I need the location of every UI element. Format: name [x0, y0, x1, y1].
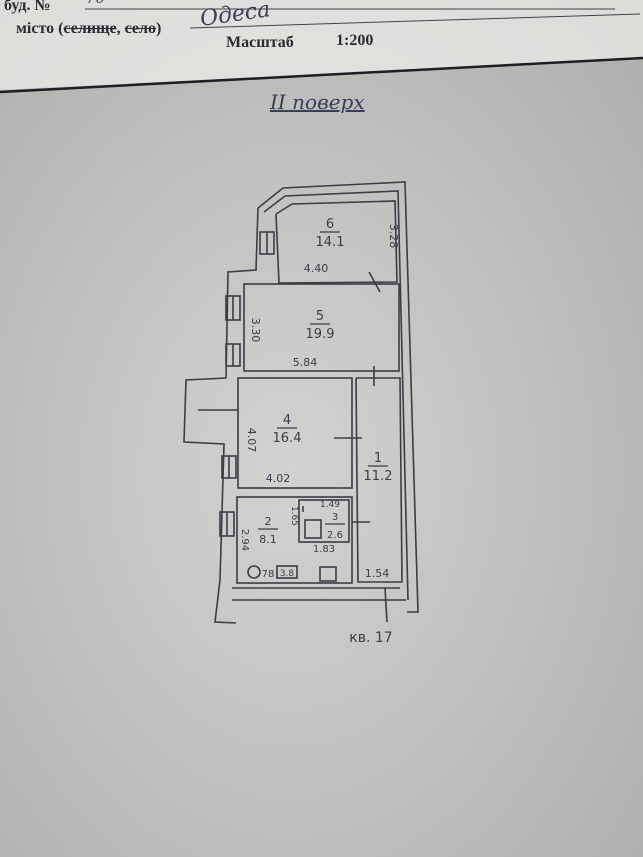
apartment-label: кв. 17: [349, 630, 392, 646]
dim-3-28: 3.28: [387, 224, 400, 249]
floor-plan: [183, 181, 419, 624]
room-2-number: 2: [265, 515, 272, 528]
city-label: місто (селище, село): [16, 20, 162, 37]
room-3-number: 3: [332, 512, 338, 523]
dim-3-8: 3.8: [280, 569, 295, 579]
room-3-area: 2.6: [327, 530, 343, 541]
dim-1-83: 1.83: [313, 544, 335, 555]
room-4-area: 16.4: [273, 431, 302, 446]
room-6-area: 14.1: [316, 235, 345, 250]
dim-1-54: 1.54: [365, 567, 390, 580]
dim-4-40: 4.40: [304, 262, 329, 275]
building-number: 70: [86, 0, 105, 7]
dim-3-30: 3.30: [249, 318, 262, 343]
dim-1-49: 1.49: [320, 500, 340, 510]
dim-5-84: 5.84: [293, 356, 318, 369]
room-5-area: 19.9: [306, 327, 335, 342]
room-4-number: 4: [283, 413, 291, 428]
room-1-number: 1: [374, 451, 382, 466]
dim-78: 78: [262, 569, 275, 580]
dim-2-94: 2.94: [239, 529, 250, 551]
scale-label: Масштаб: [226, 34, 294, 51]
room-2-area: 8.1: [259, 533, 277, 546]
room-5-number: 5: [316, 309, 324, 324]
floor-title: ІІ поверх: [270, 90, 365, 114]
building-label: буд. №: [4, 0, 51, 14]
dim-1-65: 1.65: [289, 506, 299, 526]
room-1-area: 11.2: [364, 469, 393, 484]
dim-4-07: 4.07: [245, 428, 258, 453]
dim-4-02: 4.02: [266, 472, 291, 485]
scale-value: 1:200: [336, 32, 374, 49]
room-6-number: 6: [326, 217, 334, 232]
